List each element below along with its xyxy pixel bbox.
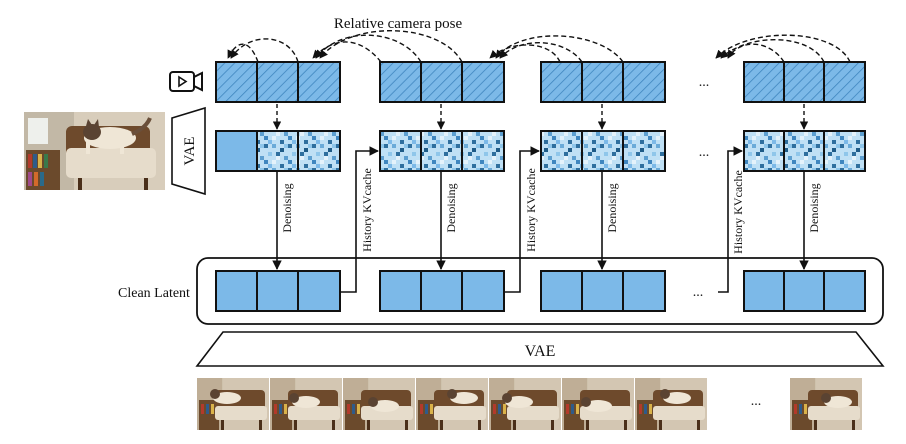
clean-latent-label: Clean Latent bbox=[118, 286, 190, 301]
output-frame bbox=[489, 378, 561, 430]
history-kvcache-connectors bbox=[340, 146, 743, 293]
noisy-latent-row-1 bbox=[215, 130, 341, 172]
output-frames bbox=[197, 378, 862, 430]
video-camera-icon bbox=[169, 71, 203, 92]
output-frame bbox=[270, 378, 342, 430]
camera-pose-label: Relative camera pose bbox=[334, 16, 463, 32]
history-kvcache-label-2: History KVcache bbox=[524, 168, 538, 252]
output-frame bbox=[562, 378, 634, 430]
denoising-label-3: Denoising bbox=[605, 183, 619, 232]
noisy-latent-row-4 bbox=[743, 130, 866, 172]
ellipsis-latent: ... bbox=[693, 285, 704, 300]
camera-pose-row-3 bbox=[540, 61, 666, 103]
clean-latent-row-3 bbox=[540, 270, 666, 312]
output-frame bbox=[343, 378, 415, 430]
vae-decoder-label: VAE bbox=[525, 343, 556, 360]
vae-encoder-label: VAE bbox=[182, 137, 198, 166]
ellipsis-middle: ... bbox=[699, 145, 710, 160]
noisy-latent-row-2 bbox=[379, 130, 505, 172]
output-frame bbox=[197, 378, 269, 430]
ellipsis-top: ... bbox=[699, 75, 710, 90]
noisy-latent-row-3 bbox=[540, 130, 666, 172]
clean-latent-row-2 bbox=[379, 270, 505, 312]
history-kvcache-label-1: History KVcache bbox=[360, 168, 374, 252]
camera-pose-row-2 bbox=[379, 61, 505, 103]
history-kvcache-label-3: History KVcache bbox=[731, 170, 745, 254]
clean-latent-row-1 bbox=[215, 270, 341, 312]
camera-pose-row-4 bbox=[743, 61, 866, 103]
denoising-label-4: Denoising bbox=[807, 183, 821, 232]
block-group-3: Denoising bbox=[540, 61, 666, 312]
vae-decoder: VAE bbox=[195, 331, 885, 367]
vae-encoder: VAE bbox=[171, 106, 206, 196]
output-frame bbox=[790, 378, 862, 430]
block-group-1: Denoising bbox=[215, 61, 341, 312]
output-frame bbox=[635, 378, 707, 430]
block-group-4: Denoising bbox=[743, 61, 866, 312]
camera-pose-arcs bbox=[227, 30, 851, 63]
block-group-2: Denoising bbox=[379, 61, 505, 312]
clean-latent-container bbox=[196, 257, 884, 325]
denoising-label-1: Denoising bbox=[280, 183, 294, 232]
input-image bbox=[24, 112, 165, 190]
clean-latent-row-4 bbox=[743, 270, 866, 312]
ellipsis-frames: ... bbox=[751, 394, 762, 409]
output-frame bbox=[416, 378, 488, 430]
camera-pose-row-1 bbox=[215, 61, 341, 103]
denoising-label-2: Denoising bbox=[444, 183, 458, 232]
